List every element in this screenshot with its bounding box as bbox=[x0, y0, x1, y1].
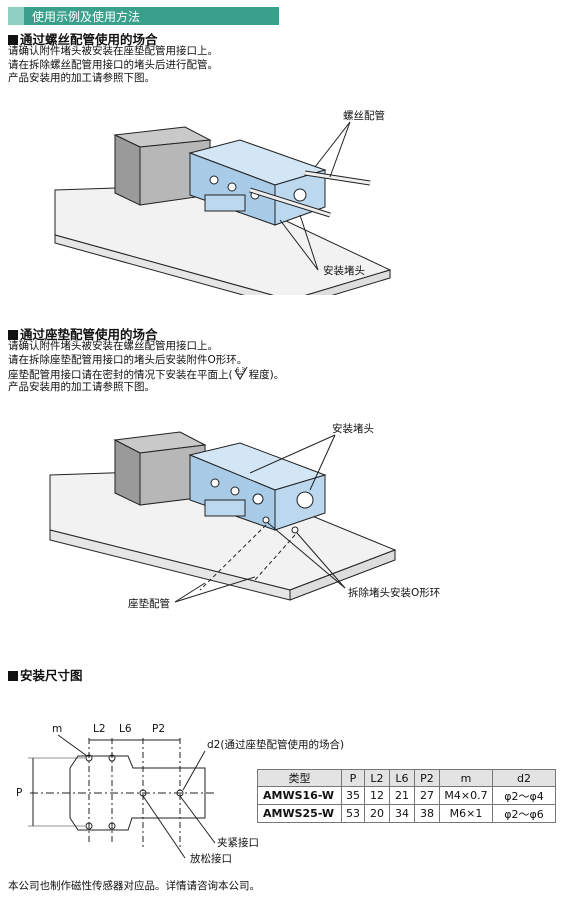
label-remove-plug: 拆除堵头安装O形环 bbox=[348, 586, 440, 599]
dim-p: P bbox=[16, 787, 22, 799]
pad-piping-figure: 安装堵头 座垫配管 拆除堵头安装O形环 bbox=[49, 422, 440, 610]
section1-text: 请确认附件堵头被安装在座垫配管用接口上。 请在拆除螺丝配管用接口的堵头后进行配管… bbox=[8, 45, 218, 84]
label-plug-1: 安装堵头 bbox=[323, 264, 365, 277]
table-header-row: 类型 P L2 L6 P2 m d2 bbox=[257, 769, 556, 787]
header-title: 使用示例及使用方法 bbox=[32, 10, 141, 24]
table-row: AMWS16-W 35 12 21 27 M4×0.7 φ2～φ4 bbox=[257, 786, 556, 805]
screw-piping-figure: 螺丝配管 安装堵头 bbox=[54, 109, 392, 295]
mounting-dimension-drawing: P m L2 L6 P2 d2(通过座垫配管使用的场合) 夹紧接口 放松接口 bbox=[16, 723, 344, 865]
section3-title: 安装尺寸图 bbox=[8, 665, 83, 684]
spec-table: 类型 P L2 L6 P2 m d2 AMWS16-W 35 12 21 27 … bbox=[257, 769, 556, 823]
footer-note: 本公司也制作磁性传感器对应品。详情请咨询本公司。 bbox=[8, 880, 260, 892]
section2-title: 通过座垫配管使用的场合 bbox=[8, 324, 158, 343]
label-plug-2: 安装堵头 bbox=[332, 422, 374, 435]
roughness-symbol: 6.3 bbox=[233, 367, 249, 380]
label-pad-piping: 座垫配管 bbox=[128, 597, 170, 610]
dim-p2: P2 bbox=[152, 723, 165, 735]
header-accent bbox=[8, 7, 24, 25]
dim-d2-note: d2(通过座垫配管使用的场合) bbox=[207, 738, 344, 751]
section1-title: 通过螺丝配管使用的场合 bbox=[8, 29, 158, 48]
table-row: AMWS25-W 53 20 34 38 M6×1 φ2～φ6 bbox=[257, 804, 556, 823]
label-screw-piping: 螺丝配管 bbox=[343, 109, 385, 122]
section2-text: 请确认附件堵头被安装在螺丝配管用接口上。 请在拆除座垫配管用接口的堵头后安装附件… bbox=[8, 340, 285, 393]
label-release-port: 放松接口 bbox=[190, 852, 232, 865]
label-clamp-port: 夹紧接口 bbox=[217, 836, 259, 849]
dim-m: m bbox=[52, 723, 62, 735]
dim-l6: L6 bbox=[119, 723, 132, 735]
section-header-bar: 使用示例及使用方法 bbox=[8, 7, 279, 25]
dim-l2: L2 bbox=[93, 723, 106, 735]
